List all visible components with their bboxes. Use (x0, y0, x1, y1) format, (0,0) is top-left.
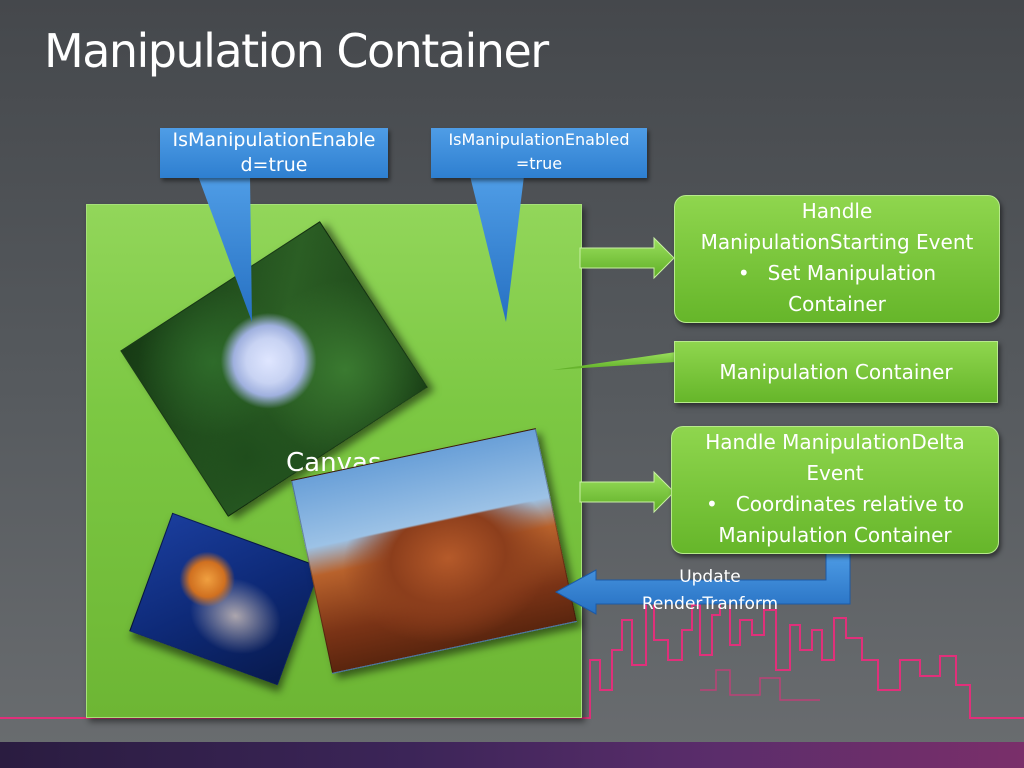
delta-event-box: Handle ManipulationDelta Event • Coordina… (671, 426, 999, 554)
delta-line3: Coordinates relative to (735, 492, 965, 516)
delta-line1: Handle ManipulationDelta (705, 430, 965, 454)
callout2-line2: =true (515, 154, 563, 173)
starting-line1: Handle (801, 199, 873, 223)
update-render-transform-label: Update RenderTranform (620, 564, 800, 618)
callout-manipulation-enabled-2: IsManipulationEnabled =true (431, 128, 647, 178)
starting-line2: ManipulationStarting Event (700, 230, 974, 254)
bullet-icon: • (705, 492, 718, 516)
arrow-to-starting-box (579, 236, 675, 280)
callout2-line1: IsManipulationEnabled (448, 130, 630, 149)
starting-line4: Container (788, 292, 886, 316)
delta-line4: Manipulation Container (718, 523, 952, 547)
bullet-icon: • (737, 261, 750, 285)
slide-title: Manipulation Container (44, 24, 549, 78)
callout-manipulation-enabled-1: IsManipulationEnable d=true (160, 128, 388, 178)
arrow-to-delta-box (579, 470, 675, 514)
callout1-line1: IsManipulationEnable (172, 129, 376, 151)
skyline-decoration (0, 589, 1024, 719)
starting-event-box: Handle ManipulationStarting Event • Set M… (674, 195, 1000, 323)
footer-band (0, 742, 1024, 768)
callout1-line2: d=true (240, 154, 308, 176)
update-line1: Update (679, 567, 741, 587)
update-line2: RenderTranform (641, 594, 779, 614)
delta-line2: Event (806, 461, 864, 485)
manipulation-container-box: Manipulation Container (674, 341, 998, 403)
starting-line3: Set Manipulation (767, 261, 937, 285)
container-label: Manipulation Container (719, 360, 953, 384)
